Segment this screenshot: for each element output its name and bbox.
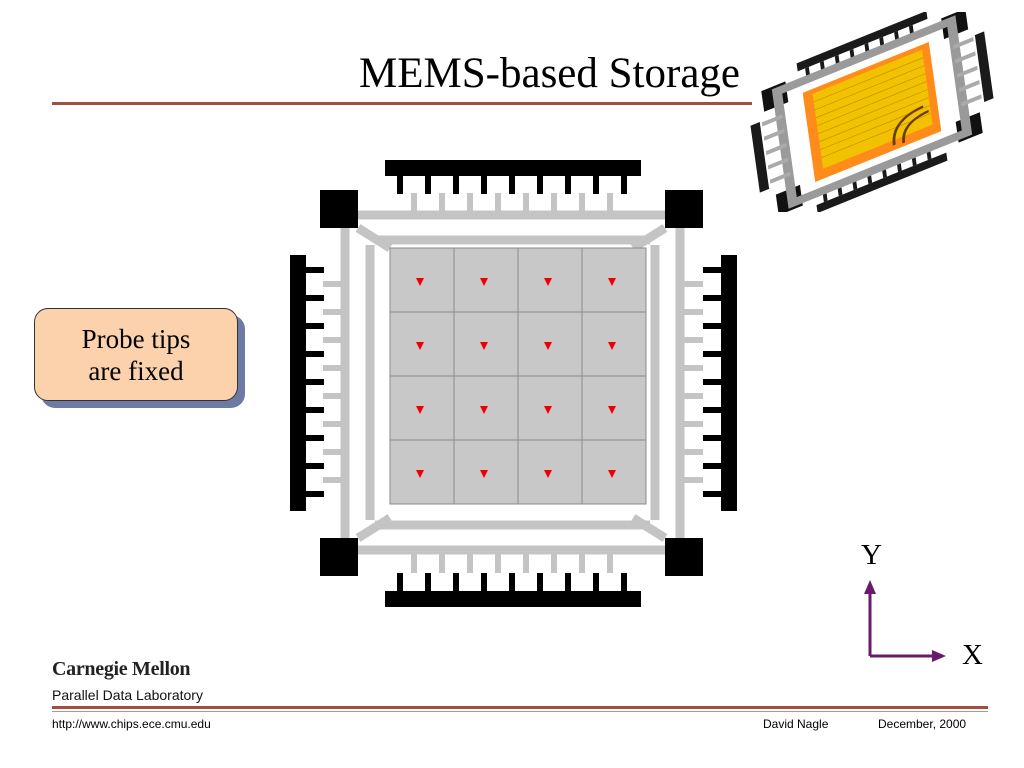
- comb-drive-left: [290, 255, 324, 511]
- footer-url: http://www.chips.ece.cmu.edu: [52, 717, 211, 731]
- probe-tip: [544, 342, 552, 350]
- probe-tip: [608, 470, 616, 478]
- footer-date: December, 2000: [878, 717, 967, 731]
- anchor-bottom-right: [665, 538, 703, 576]
- anchor-top-left: [320, 190, 358, 228]
- mems-sled-diagram: [290, 160, 737, 607]
- lab-name: Parallel Data Laboratory: [52, 687, 203, 703]
- probe-tip: [544, 278, 552, 286]
- x-arrow-head: [932, 650, 946, 662]
- media-sled: [389, 247, 647, 505]
- probe-tip: [416, 278, 424, 286]
- footer-divider-thin: [52, 711, 988, 712]
- probe-tip: [544, 470, 552, 478]
- probe-tip: [480, 406, 488, 414]
- probe-tips: [416, 278, 616, 478]
- probe-tips-callout: Probe tips are fixed: [34, 308, 238, 401]
- probe-tip: [480, 342, 488, 350]
- cmu-logo: Carnegie Mellon: [52, 658, 191, 680]
- anchor-top-right: [665, 190, 703, 228]
- slide-title: MEMS-based Storage: [359, 50, 740, 97]
- probe-tip: [544, 406, 552, 414]
- y-arrow-head: [864, 580, 876, 594]
- footer-divider: [52, 706, 988, 709]
- spring-frame: [340, 210, 685, 555]
- footer-author: David Nagle: [763, 717, 829, 731]
- probe-tip: [480, 470, 488, 478]
- probe-tip: [416, 470, 424, 478]
- x-axis-label: X: [962, 639, 983, 671]
- anchor-bottom-left: [320, 538, 358, 576]
- axes-arrows: [864, 580, 946, 662]
- comb-drive-right: [703, 255, 737, 511]
- mems-device-3d-illustration: [750, 12, 994, 212]
- axes-indicator: Y X: [850, 540, 1010, 680]
- callout-line-1: Probe tips: [81, 323, 191, 354]
- comb-drive-top: [385, 160, 641, 194]
- probe-tip: [608, 406, 616, 414]
- probe-tip: [416, 342, 424, 350]
- comb-drive-bottom: [385, 573, 641, 607]
- y-axis-label: Y: [861, 539, 882, 571]
- probe-tip: [608, 278, 616, 286]
- probe-tip: [608, 342, 616, 350]
- probe-tip: [480, 278, 488, 286]
- title-divider: [52, 102, 752, 105]
- callout-line-2: are fixed: [88, 355, 184, 386]
- probe-tip: [416, 406, 424, 414]
